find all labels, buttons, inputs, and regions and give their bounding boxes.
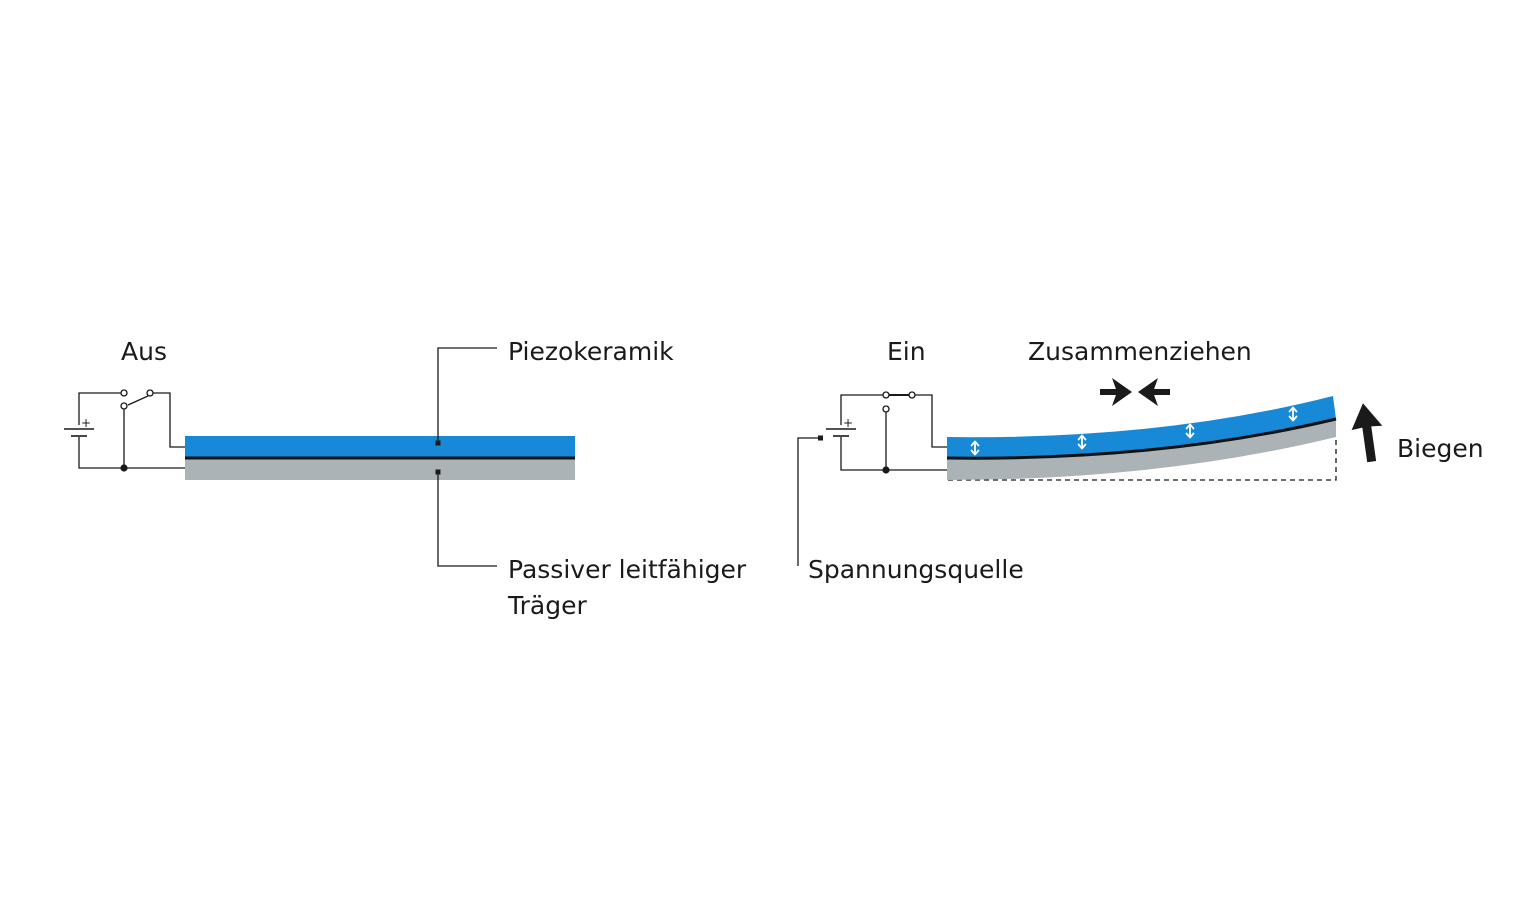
- on-carrier-layer: [947, 420, 1336, 480]
- on-wire-battery-bottom: [840, 437, 948, 471]
- piezo-label: Piezokeramik: [508, 337, 674, 366]
- source-leader-marker: [818, 435, 823, 441]
- on-circuit: [840, 394, 948, 471]
- off-wire-to-piezo: [149, 392, 186, 448]
- off-battery-plus: +: [81, 416, 91, 430]
- contraction-arrows-icon: [1100, 378, 1170, 406]
- carrier-label-line2: Träger: [507, 591, 587, 620]
- battery-symbol-icon: +: [826, 416, 856, 437]
- carrier-leader-line: [437, 472, 497, 567]
- carrier-leader-marker: [435, 469, 441, 475]
- on-switch-terminal-pivot: [882, 405, 890, 413]
- original-position-outline: [948, 436, 1337, 481]
- double-headed-vertical-arrow-icon: [1288, 406, 1298, 422]
- off-switch-terminal-left: [120, 389, 128, 397]
- off-switch-terminals: [120, 389, 154, 410]
- off-circuit: [78, 392, 186, 469]
- up-arrow-icon: [1351, 403, 1383, 463]
- carrier-label-line1: Passiver leitfähiger: [508, 555, 747, 584]
- off-switch-terminal-right: [146, 389, 154, 397]
- piezo-callout: Piezokeramik: [435, 337, 674, 446]
- off-piezoceramic-layer: [185, 436, 575, 457]
- piezo-leader-marker: [435, 440, 441, 446]
- on-switch-terminals: [882, 391, 916, 413]
- on-battery-plus: +: [843, 416, 853, 430]
- off-carrier-layer: [185, 459, 575, 480]
- double-headed-vertical-arrow-icon: [1185, 423, 1195, 439]
- carrier-callout: Passiver leitfähiger Träger: [435, 469, 747, 620]
- off-junction-dot: [120, 464, 128, 472]
- double-headed-vertical-arrow-icon: [970, 440, 980, 456]
- on-wire-to-piezo: [912, 394, 948, 448]
- off-switch-terminal-pivot: [120, 402, 128, 410]
- on-switch-terminal-left: [882, 391, 890, 399]
- bend-label: Biegen: [1397, 434, 1484, 463]
- battery-symbol-icon: +: [64, 416, 94, 437]
- on-wire-battery-top: [840, 394, 886, 425]
- off-wire-battery-bottom: [78, 437, 186, 469]
- source-label: Spannungsquelle: [808, 555, 1024, 584]
- on-piezoceramic-layer: [947, 396, 1336, 460]
- off-state-label: Aus: [121, 337, 167, 366]
- piezo-leader-line: [437, 347, 497, 443]
- source-leader-line: [797, 437, 820, 566]
- contraction-label: Zusammenziehen: [1028, 337, 1252, 366]
- off-panel: Aus + Piezokeramik: [64, 337, 747, 620]
- on-panel: Ein + Spannungsquelle: [797, 337, 1484, 584]
- on-state-label: Ein: [887, 337, 926, 366]
- double-headed-vertical-arrow-icon: [1077, 434, 1087, 450]
- on-junction-dot: [882, 466, 890, 474]
- on-switch-terminal-right: [908, 391, 916, 399]
- off-switch-blade-icon: [127, 395, 149, 406]
- source-callout: Spannungsquelle: [797, 435, 1024, 584]
- on-interface-line: [946, 417, 1337, 460]
- strain-arrows: [970, 406, 1298, 456]
